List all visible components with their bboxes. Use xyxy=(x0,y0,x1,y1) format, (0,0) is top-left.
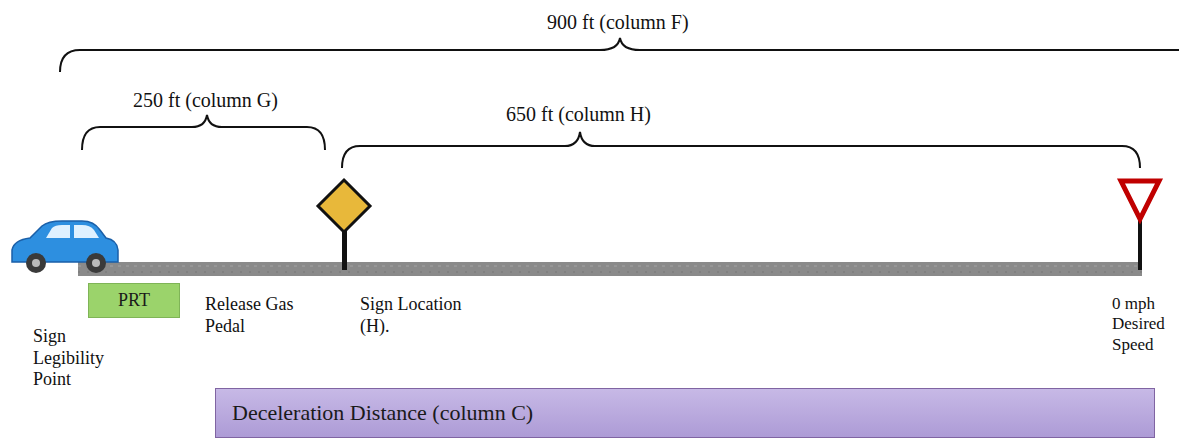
dimension-label: Sign Location (H). xyxy=(360,294,464,337)
dimension-label: Sign Legibility Point xyxy=(33,326,115,391)
brace-900 xyxy=(60,38,1179,72)
road-texture xyxy=(78,266,1142,267)
dimension-label: Release Gas Pedal xyxy=(205,294,301,337)
dimension-label: 0 mph Desired Speed xyxy=(1112,294,1172,355)
brace-650 xyxy=(342,132,1140,168)
road-texture xyxy=(78,272,1142,273)
dimension-label: 250 ft (column G) xyxy=(133,88,278,112)
car xyxy=(12,221,118,273)
distance-band: Deceleration Distance (column C) xyxy=(215,388,1155,438)
prt-box: PRT xyxy=(88,283,180,318)
yield-sign xyxy=(1121,181,1159,219)
dimension-label: 900 ft (column F) xyxy=(547,10,689,34)
node-text: Deceleration Distance (column C) xyxy=(232,400,533,426)
dimension-label: 650 ft (column H) xyxy=(506,102,651,126)
node-text: PRT xyxy=(118,290,150,311)
brace-250 xyxy=(82,115,325,150)
warning-sign xyxy=(318,180,370,232)
road xyxy=(78,262,1142,276)
